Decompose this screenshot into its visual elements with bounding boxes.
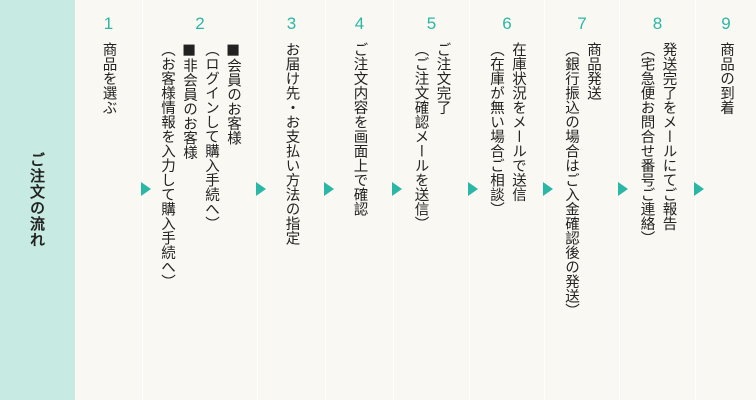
step-number: 7 xyxy=(577,14,587,33)
step-number: 9 xyxy=(721,14,731,33)
step-number: 4 xyxy=(354,14,365,33)
step-line: （ログインして購入手続へ） xyxy=(203,42,219,231)
step-line: （ご注文確認メールを送信） xyxy=(412,42,429,231)
step-1: 1 商品を選ぶ xyxy=(75,0,151,400)
arrow-right-icon xyxy=(543,182,553,196)
step-3: 3 お届け先・お支払い方法の指定 xyxy=(258,0,334,400)
step-number: 6 xyxy=(502,14,512,33)
step-line: 在庫状況をメールで送信 xyxy=(510,42,526,202)
step-line: ■会員のお客様 xyxy=(225,42,241,145)
step-number: 8 xyxy=(652,14,663,33)
step-2: 2 ■会員のお客様 （ログインして購入手続へ） ■非会員のお客様 （お客様情報を入力し… xyxy=(143,0,266,400)
step-line: お届け先・お支払い方法の指定 xyxy=(283,42,300,245)
step-8: 8 発送完了をメールにてご報告 （宅急便お問合せ番号ご連絡） xyxy=(620,0,704,400)
step-text: ■会員のお客様 （ログインして購入手続へ） ■非会員のお客様 （お客様情報を入力して購… xyxy=(156,42,244,390)
step-text: 在庫状況をメールで送信 （在庫が無い場合ご相談） xyxy=(485,42,529,390)
arrow-right-icon xyxy=(392,182,402,196)
steps-row: 1 商品を選ぶ 2 ■会員のお客様 （ログインして購入手続へ） ■非会員のお客様 （お… xyxy=(75,0,756,400)
step-line: ご注文内容を画面上で確認 xyxy=(351,42,368,216)
step-text: ご注文完了 （ご注文確認メールを送信） xyxy=(410,42,454,390)
step-line: （銀行振込の場合はご入金確認後の発送） xyxy=(563,42,579,318)
step-line: （宅急便お問合せ番号ご連絡） xyxy=(638,42,655,245)
step-number: 2 xyxy=(195,14,205,33)
step-5: 5 ご注文完了 （ご注文確認メールを送信） xyxy=(394,0,478,400)
step-line: ■非会員のお客様 xyxy=(181,42,197,160)
arrow-right-icon xyxy=(468,182,478,196)
arrow-right-icon xyxy=(256,182,266,196)
step-7: 7 商品発送 （銀行振込の場合はご入金確認後の発送） xyxy=(545,0,628,400)
step-text: お届け先・お支払い方法の指定 xyxy=(281,42,303,390)
step-line: （お客様情報を入力して購入手続へ） xyxy=(159,42,175,289)
step-number: 5 xyxy=(426,14,437,33)
step-text: 発送完了をメールにてご報告 （宅急便お問合せ番号ご連絡） xyxy=(636,42,680,390)
step-text: 商品の到着 xyxy=(715,42,737,390)
step-4: 4 ご注文内容を画面上で確認 xyxy=(326,0,402,400)
flow-title: ご注文の流れ xyxy=(28,152,46,248)
step-line: 商品発送 xyxy=(585,42,601,100)
step-text: ご注文内容を画面上で確認 xyxy=(349,42,371,390)
step-9: 9 商品の到着 xyxy=(696,0,756,400)
arrow-right-icon xyxy=(694,182,704,196)
step-line: 商品を選ぶ xyxy=(100,42,117,115)
arrow-right-icon xyxy=(618,182,628,196)
step-text: 商品発送 （銀行振込の場合はご入金確認後の発送） xyxy=(560,42,604,390)
step-line: ご注文完了 xyxy=(434,42,451,115)
step-line: 商品の到着 xyxy=(718,42,734,115)
arrow-right-icon xyxy=(324,182,334,196)
step-number: 3 xyxy=(286,14,297,33)
step-number: 1 xyxy=(103,14,114,33)
step-line: 発送完了をメールにてご報告 xyxy=(660,42,677,231)
flow-header: ご注文の流れ xyxy=(0,0,75,400)
arrow-right-icon xyxy=(141,182,151,196)
step-6: 6 在庫状況をメールで送信 （在庫が無い場合ご相談） xyxy=(470,0,553,400)
step-text: 商品を選ぶ xyxy=(98,42,120,390)
step-line: （在庫が無い場合ご相談） xyxy=(488,42,504,216)
